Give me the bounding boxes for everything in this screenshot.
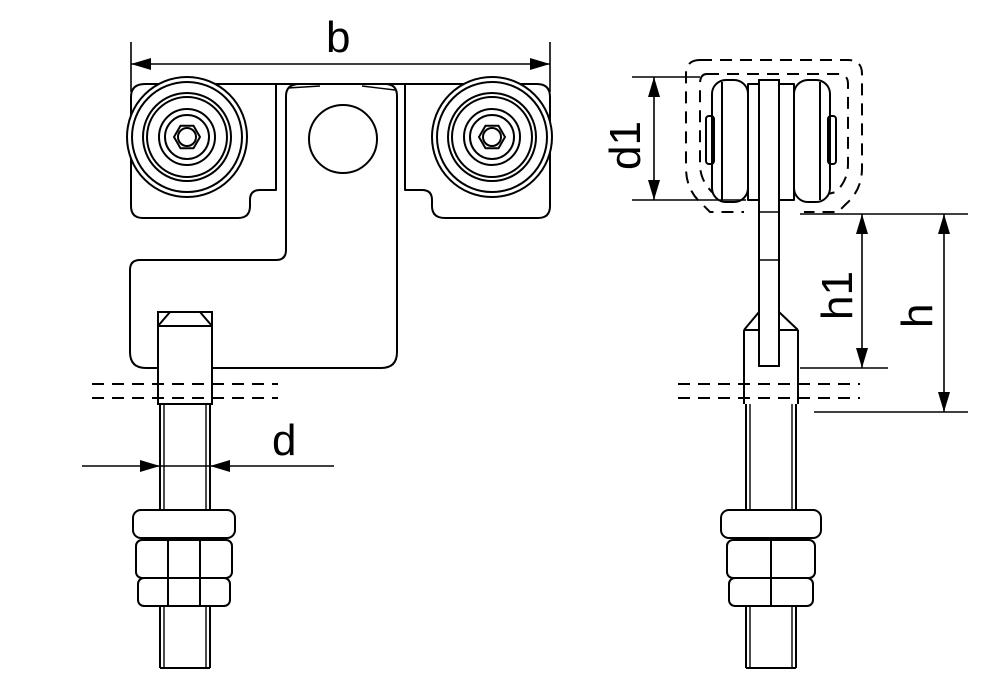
side-hanger-plate bbox=[758, 79, 780, 367]
label-d1: d1 bbox=[601, 121, 650, 170]
left-wheel bbox=[126, 76, 248, 198]
right-wheel bbox=[431, 76, 553, 198]
side-break-lines bbox=[678, 383, 860, 399]
side-washer-and-nuts bbox=[720, 509, 822, 607]
label-b: b bbox=[326, 13, 350, 62]
break-lines bbox=[92, 383, 278, 399]
dimension-d: d bbox=[82, 416, 334, 472]
label-h1: h1 bbox=[813, 271, 862, 320]
side-view: d1 h1 h bbox=[601, 59, 968, 669]
rail-profile bbox=[685, 59, 863, 213]
dimension-h: h bbox=[814, 214, 968, 413]
front-view: b bbox=[82, 13, 553, 669]
label-d: d bbox=[272, 416, 296, 465]
bolt-upper bbox=[157, 311, 213, 405]
dimension-d1: d1 bbox=[601, 76, 746, 201]
hanger-hole bbox=[308, 104, 378, 174]
dimension-h1: h1 bbox=[800, 213, 968, 369]
side-wheels bbox=[705, 79, 837, 203]
dimension-b: b bbox=[130, 13, 551, 92]
side-bolt-upper bbox=[743, 311, 799, 404]
label-h: h bbox=[893, 304, 942, 328]
washer-and-nuts bbox=[132, 509, 236, 607]
carriage-body bbox=[130, 83, 551, 219]
